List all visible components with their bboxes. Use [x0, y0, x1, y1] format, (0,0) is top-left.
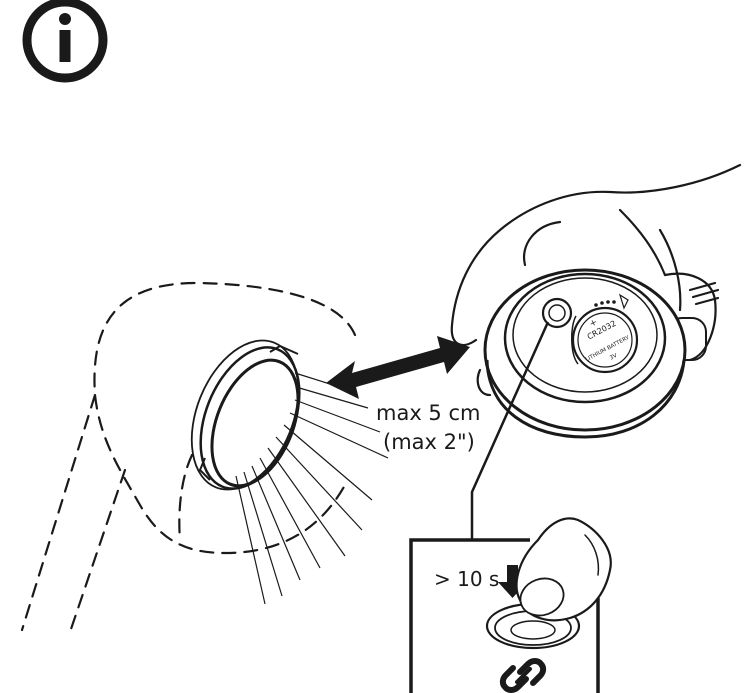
- hand-icon: [450, 163, 742, 397]
- callout-leader-line: [470, 321, 550, 540]
- double-arrow-icon: [326, 336, 470, 399]
- hold-time-label: > 10 s: [434, 567, 499, 591]
- finger-icon: [515, 517, 612, 622]
- battery-voltage: 3V: [609, 353, 618, 362]
- info-icon: [22, 0, 108, 83]
- pairing-link-icon: [499, 658, 547, 693]
- signal-rays: [235, 372, 389, 605]
- battery-plus: +: [588, 317, 599, 329]
- led-dots: [594, 300, 616, 307]
- distance-label-cm: max 5 cm: [376, 401, 480, 425]
- distance-label-in: (max 2"): [383, 430, 475, 454]
- callout-box: [409, 538, 600, 693]
- lamp-ring: [190, 339, 301, 491]
- lamp-outline-dashed: [20, 281, 357, 634]
- remote-control: [483, 268, 687, 439]
- coin-battery: [571, 306, 639, 374]
